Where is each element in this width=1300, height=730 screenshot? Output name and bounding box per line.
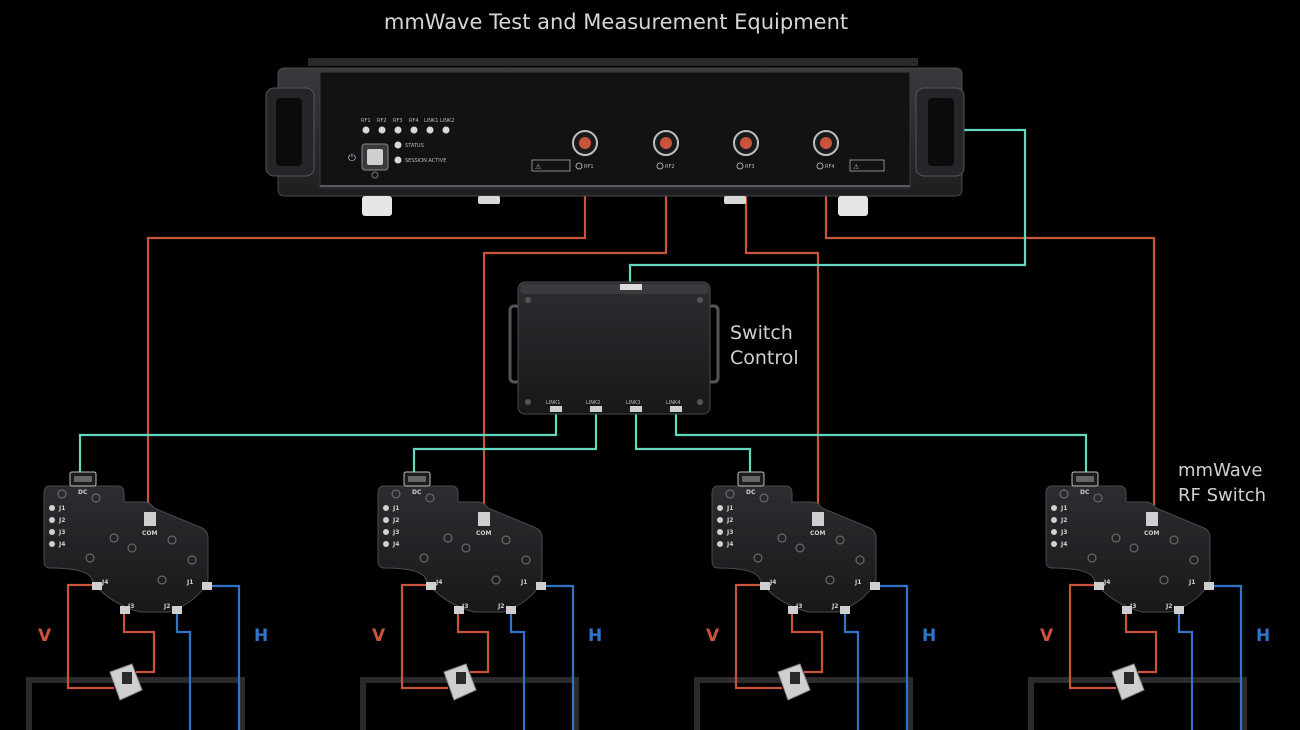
bottom-port-label: J1 [186, 579, 193, 586]
side-port-label: J4 [392, 541, 399, 548]
bottom-port-label: J3 [1129, 603, 1136, 610]
switch-control-label-line: Control [730, 347, 799, 369]
bottom-port-label: J3 [461, 603, 468, 610]
side-port-label: J1 [58, 505, 65, 512]
status-label: STATUS [405, 143, 424, 149]
control-cable-main [628, 128, 1027, 285]
switch-port-2[interactable] [590, 406, 602, 412]
horizontal-pol-label: H [254, 626, 269, 646]
indicator-leds [362, 126, 450, 164]
rf-cable-2 [482, 155, 668, 516]
switch-control-label: Switch Control [730, 321, 799, 371]
vertical-pol-label: V [38, 626, 52, 646]
side-port-label: J1 [392, 505, 399, 512]
side-port-label: J1 [1060, 505, 1067, 512]
switch-port-1[interactable] [550, 406, 562, 412]
page-title: mmWave Test and Measurement Equipment [383, 10, 849, 34]
rf-port-4[interactable]: RF4 [813, 130, 839, 170]
rf-port-label: RF3 [745, 164, 755, 170]
bottom-port-label: J1 [1188, 579, 1195, 586]
switch-port-label: LINK1 [546, 400, 560, 406]
rf-port-1[interactable]: RF1 [572, 130, 598, 170]
rf-switch-label-line: mmWave [1178, 460, 1263, 481]
control-cable-2 [412, 408, 598, 472]
side-port-label: J2 [1060, 517, 1067, 524]
indicator-label: RF1 [361, 118, 371, 124]
side-port-label: J4 [726, 541, 733, 548]
warning-icon: ⚠ [853, 163, 860, 171]
rf-cable-3 [744, 155, 820, 516]
indicator-label: RF4 [409, 118, 419, 124]
switch-port-label: LINK4 [666, 400, 680, 406]
horizontal-pol-label: H [588, 626, 603, 646]
power-icon: ⏻ [348, 153, 356, 164]
test-instrument: ⏻ RF1 RF2 RF3 RF4 LINK1 LINK2 STATUS SES… [265, 58, 965, 216]
side-port-label: J2 [392, 517, 399, 524]
rf-port-label: RF4 [825, 164, 835, 170]
dc-label: DC [78, 489, 88, 496]
switch-control-label-line: Switch [730, 322, 793, 344]
bottom-port-label: J3 [795, 603, 802, 610]
com-label: COM [142, 530, 158, 537]
side-port-label: J4 [58, 541, 65, 548]
bottom-port-label: J2 [497, 603, 504, 610]
rf-switch-label: mmWave RF Switch [1178, 458, 1266, 508]
vertical-pol-label: V [372, 626, 386, 646]
bottom-port-label: J1 [854, 579, 861, 586]
indicator-label: LINK1 [424, 118, 438, 124]
bottom-port-label: J3 [127, 603, 134, 610]
indicator-label: RF2 [377, 118, 387, 124]
rf-port-3[interactable]: RF3 [733, 130, 759, 170]
bottom-port-label: J4 [101, 579, 108, 586]
warning-icon: ⚠ [535, 163, 542, 171]
dc-label: DC [1080, 489, 1090, 496]
switch-port-4[interactable] [670, 406, 682, 412]
bottom-port-label: J1 [520, 579, 527, 586]
bottom-port-label: J4 [769, 579, 776, 586]
side-port-label: J1 [726, 505, 733, 512]
bottom-port-label: J2 [831, 603, 838, 610]
rf-port-label: RF1 [584, 164, 594, 170]
rf-port-label: RF2 [665, 164, 675, 170]
indicator-label: RF3 [393, 118, 403, 124]
switch-port-label: LINK3 [626, 400, 640, 406]
switch-port-3[interactable] [630, 406, 642, 412]
dc-label: DC [412, 489, 422, 496]
com-label: COM [810, 530, 826, 537]
indicator-label: LINK2 [440, 118, 454, 124]
side-port-label: J3 [726, 529, 733, 536]
horizontal-pol-label: H [922, 626, 937, 646]
rf-cable-4 [824, 155, 1156, 516]
bottom-port-label: J4 [1103, 579, 1110, 586]
side-port-label: J2 [58, 517, 65, 524]
control-cable-1 [78, 408, 558, 472]
control-cable-3 [634, 408, 752, 472]
bottom-port-label: J2 [1165, 603, 1172, 610]
rf-port-2[interactable]: RF2 [653, 130, 679, 170]
com-label: COM [476, 530, 492, 537]
session-active-label: SESSION ACTIVE [405, 158, 446, 164]
dc-label: DC [746, 489, 756, 496]
com-label: COM [1144, 530, 1160, 537]
side-port-label: J3 [58, 529, 65, 536]
side-port-label: J3 [1060, 529, 1067, 536]
rf-switch-label-line: RF Switch [1178, 485, 1267, 506]
side-port-label: J3 [392, 529, 399, 536]
switch-port-label: LINK2 [586, 400, 600, 406]
horizontal-pol-label: H [1256, 626, 1271, 646]
bottom-port-label: J2 [163, 603, 170, 610]
vertical-pol-label: V [706, 626, 720, 646]
vertical-pol-label: V [1040, 626, 1054, 646]
side-port-label: J4 [1060, 541, 1067, 548]
bottom-port-label: J4 [435, 579, 442, 586]
switch-control-box: LINK1 LINK2 LINK3 LINK4 [508, 281, 720, 415]
control-cable-4 [674, 408, 1088, 472]
side-port-label: J2 [726, 517, 733, 524]
control-input-port[interactable] [620, 284, 642, 290]
